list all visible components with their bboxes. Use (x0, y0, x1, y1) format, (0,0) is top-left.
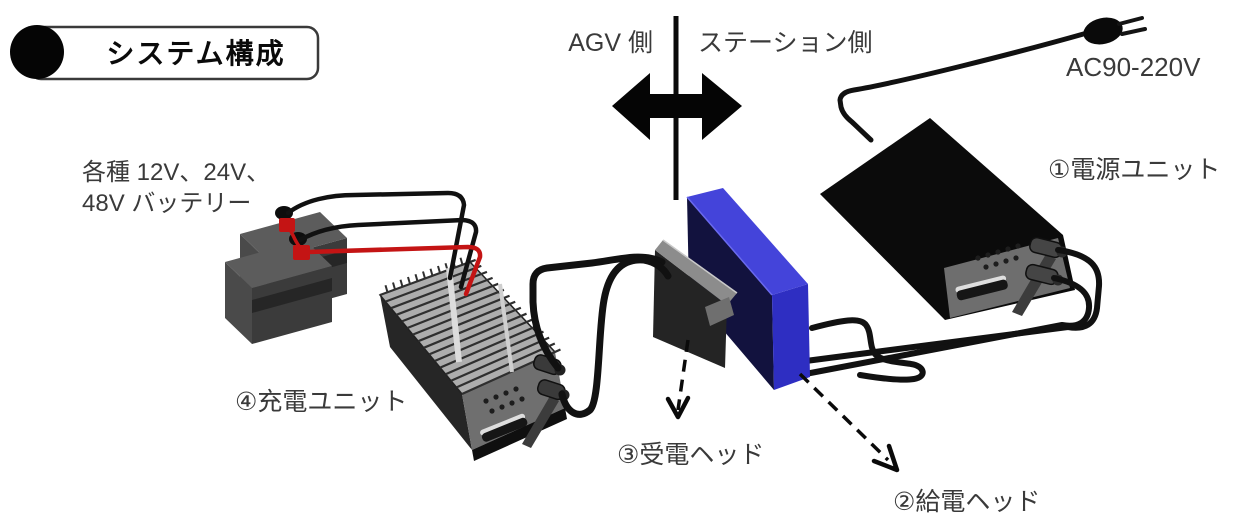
station-side-label: ステーション側 (698, 29, 873, 57)
station-cable-2 (797, 275, 1093, 378)
title-bullet-icon (10, 25, 64, 79)
agv-cable-1 (529, 253, 666, 372)
agv-cable-2 (558, 256, 672, 418)
receive-head-step (705, 297, 734, 326)
power-unit: ①電源ユニット (820, 118, 1220, 320)
receive-head-arrowhead-icon (665, 395, 691, 420)
feed-head-edge-highlight (686, 196, 773, 296)
charge-unit-handle-slot (480, 413, 528, 442)
double-headed-arrow-icon (612, 73, 742, 140)
charge-unit-left-face (380, 295, 472, 450)
battery-wire-red (305, 244, 483, 297)
battery-wires (284, 190, 483, 297)
heatsink-block-gaps (446, 267, 514, 373)
feed-head-top-face (687, 188, 808, 295)
agv-side-label: AGV 側 (568, 29, 653, 57)
charge-unit-led-indicators (483, 386, 525, 414)
feed-head-side-face (772, 284, 810, 390)
battery-wire-black-1 (285, 190, 467, 281)
receive-head-top-face (655, 240, 737, 305)
receive-head-front-face (653, 250, 727, 368)
page-title: システム構成 (106, 38, 285, 69)
battery-front (225, 240, 332, 344)
feed-head-dashed-line (798, 372, 890, 462)
battery-pack: 各種 12V、24V、 48V バッテリー (82, 159, 347, 344)
power-unit-handle-slot (955, 275, 1008, 301)
feed-head-label: ②給電ヘッド (893, 488, 1040, 516)
charge-unit-label: ④充電ユニット (235, 388, 407, 416)
agv-cables (529, 253, 672, 418)
battery-wire-black-2 (297, 217, 479, 290)
title-badge: システム構成 (10, 25, 320, 81)
ac-input: AC90-220V (837, 16, 1201, 143)
battery-series-jumper (284, 222, 301, 248)
feed-head-arrowhead-icon (871, 443, 900, 473)
battery-label-line2: 48V バッテリー (82, 190, 251, 217)
receive-head-pointer (665, 339, 691, 420)
feed-head-pointer (798, 372, 900, 473)
charge-unit-panel-shadow (522, 396, 559, 448)
receive-head-dashed-line (676, 339, 690, 411)
boundary-divider: AGV 側 ステーション側 (568, 16, 873, 200)
station-cables (795, 247, 1103, 383)
power-unit-led-indicators (975, 243, 1021, 270)
power-cord (837, 30, 1090, 143)
power-unit-front-panel (944, 238, 1070, 318)
charge-unit: ④充電ユニット (235, 257, 570, 461)
station-cable-1 (795, 247, 1103, 365)
receive-head-edge-highlight (662, 239, 738, 294)
battery-label-line1: 各種 12V、24V、 (82, 159, 270, 186)
ac-plug-icon (1083, 16, 1147, 45)
receive-head-label: ③受電ヘッド (617, 441, 764, 469)
power-unit-label: ①電源ユニット (1048, 156, 1220, 184)
ac-voltage-label: AC90-220V (1066, 52, 1201, 82)
station-cable-slack-loop (809, 317, 926, 383)
receive-head (653, 239, 738, 368)
